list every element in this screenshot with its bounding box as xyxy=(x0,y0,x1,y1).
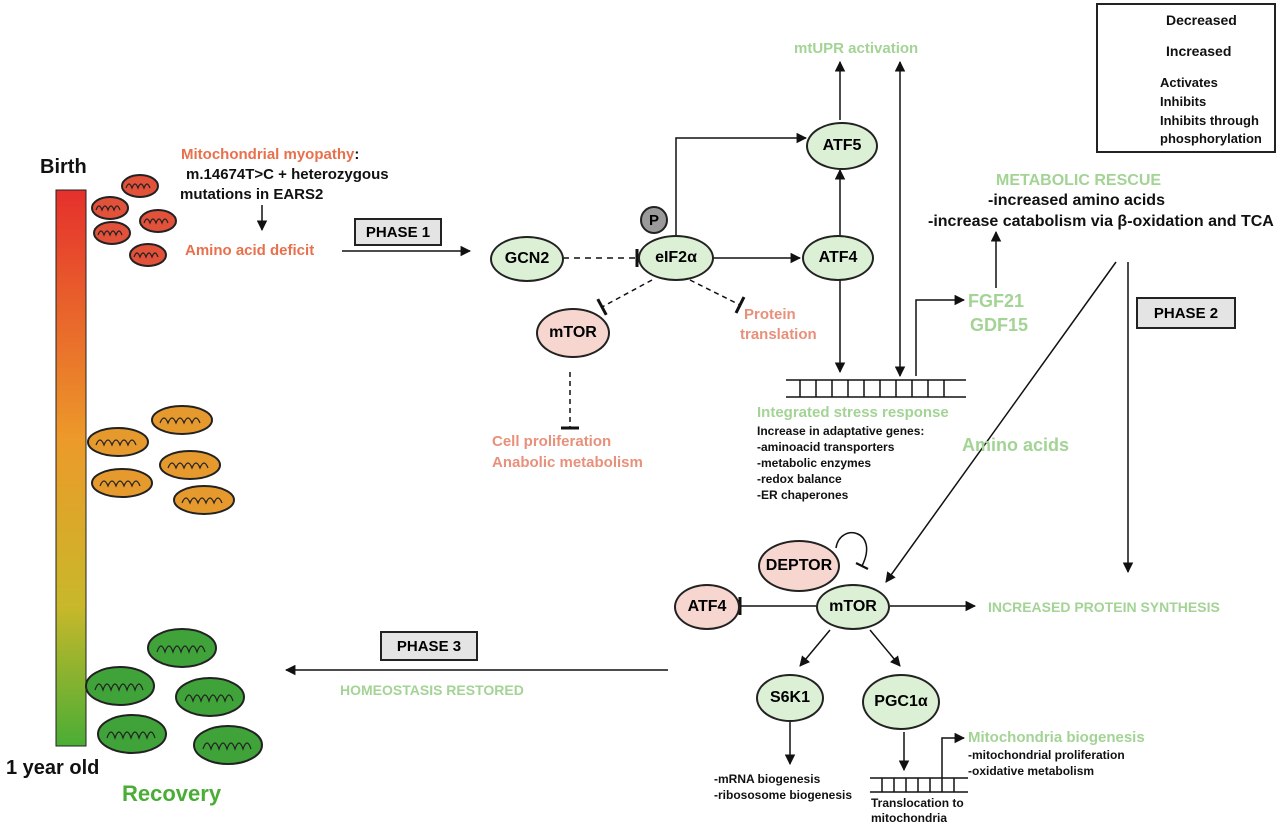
protein-translation-label-2: translation xyxy=(740,326,817,343)
legend-inhibits: Inhibits xyxy=(1160,94,1207,109)
atf4-bottom-node: ATF4 xyxy=(674,584,740,630)
amino-acids-label: Amino acids xyxy=(962,435,1070,455)
s6k1-output-1: -mRNA biogenesis xyxy=(714,772,821,786)
mitochondria-orange-group xyxy=(87,405,235,515)
mito-biogenesis-line-2: -oxidative metabolism xyxy=(968,764,1095,778)
mtupr-label: mtUPR activation xyxy=(794,40,919,57)
isr-title: Integrated stress response xyxy=(757,404,949,421)
s6k1-output-2: -ribososome biogenesis xyxy=(714,788,853,802)
mtor-bottom-node: mTOR xyxy=(816,584,890,630)
legend-activates: Activates xyxy=(1160,75,1218,90)
gcn2-node: GCN2 xyxy=(490,236,564,282)
legend-decreased: Decreased xyxy=(1166,12,1237,28)
legend-increased: Increased xyxy=(1166,43,1232,59)
fgf21-label: FGF21 xyxy=(968,291,1025,311)
eif2a-node: eIF2α xyxy=(638,235,714,281)
translocation-label-2: mitochondria xyxy=(871,811,948,825)
recovery-label: Recovery xyxy=(122,781,222,806)
legend-inhibits-phos-2: phosphorylation xyxy=(1160,131,1262,146)
anabolic-metabolism-label: Anabolic metabolism xyxy=(492,454,643,471)
metabolic-rescue-line-2: -increase catabolism via β-oxidation and… xyxy=(928,213,1274,230)
atf5-node: ATF5 xyxy=(806,122,878,170)
timeline-end-label: 1 year old xyxy=(6,757,100,779)
disease-title-suffix: : xyxy=(354,146,360,163)
phase-3-box: PHASE 3 xyxy=(380,631,478,661)
isr-item-0: Increase in adaptative genes: xyxy=(757,424,925,438)
isr-item-2: -metabolic enzymes xyxy=(757,456,872,470)
pgc1a-node: PGC1α xyxy=(862,674,940,730)
mtor-top-node: mTOR xyxy=(536,308,610,358)
atf4-top-node: ATF4 xyxy=(802,235,874,281)
phase-1-box: PHASE 1 xyxy=(354,218,442,246)
mutation-line-2: mutations in EARS2 xyxy=(180,186,324,203)
translocation-gene-ladder xyxy=(870,777,968,793)
amino-acid-deficit: Amino acid deficit xyxy=(185,242,315,259)
mito-biogenesis-line-1: -mitochondrial proliferation xyxy=(968,748,1125,762)
phospho-badge: P xyxy=(640,206,668,234)
disease-title: Mitochondrial myopathy: xyxy=(181,146,359,163)
increased-protein-synthesis-label: INCREASED PROTEIN SYNTHESIS xyxy=(988,599,1220,615)
translocation-label-1: Translocation to xyxy=(871,796,964,810)
deptor-node: DEPTOR xyxy=(758,540,840,592)
timeline-birth-label: Birth xyxy=(40,156,87,178)
cell-proliferation-label: Cell proliferation xyxy=(492,433,612,450)
legend-inhibits-phos-1: Inhibits through xyxy=(1160,113,1259,128)
timeline-bar xyxy=(55,189,87,747)
phase-2-box: PHASE 2 xyxy=(1136,297,1236,329)
mitochondria-green-group xyxy=(85,628,263,765)
disease-title-text: Mitochondrial myopathy xyxy=(181,146,355,163)
metabolic-rescue-line-1: -increased amino acids xyxy=(988,192,1165,209)
mutation-line-1: m.14674T>C + heterozygous xyxy=(186,166,389,183)
isr-item-4: -ER chaperones xyxy=(757,488,849,502)
isr-item-3: -redox balance xyxy=(757,472,842,486)
gdf15-label: GDF15 xyxy=(970,315,1029,335)
homeostasis-restored-label: HOMEOSTASIS RESTORED xyxy=(340,682,524,698)
s6k1-node: S6K1 xyxy=(756,674,824,722)
isr-item-1: -aminoacid transporters xyxy=(757,440,895,454)
metabolic-rescue-title: METABOLIC RESCUE xyxy=(996,172,1162,189)
legend xyxy=(1096,3,1276,153)
mito-biogenesis-title: Mitochondria biogenesis xyxy=(968,729,1145,746)
mitochondria-red-group xyxy=(91,174,177,267)
isr-gene-ladder xyxy=(786,379,966,398)
protein-translation-label-1: Protein xyxy=(744,306,796,323)
